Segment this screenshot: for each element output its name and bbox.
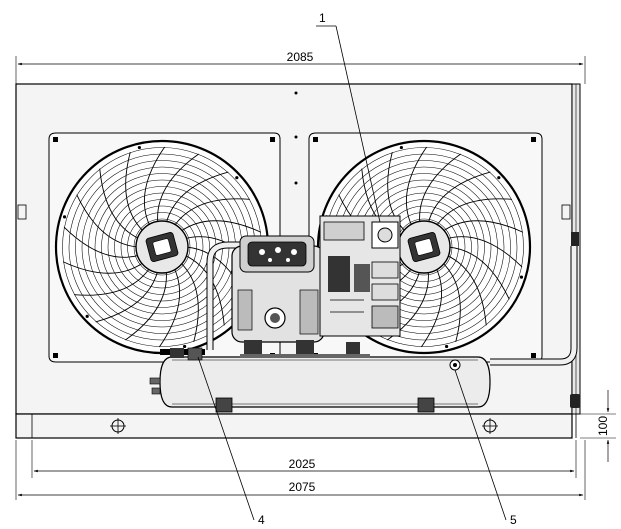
compressor xyxy=(231,235,370,358)
control-box xyxy=(319,215,401,337)
base-frame xyxy=(15,413,577,439)
piping xyxy=(160,232,580,408)
base-hole-right xyxy=(482,418,498,434)
callout-4: 4 xyxy=(197,356,265,527)
base-hole-left xyxy=(110,418,126,434)
callout-1: 1 xyxy=(316,11,381,223)
liquid-receiver xyxy=(149,356,491,413)
dim-2075-label: 2075 xyxy=(289,480,316,494)
dimension-base-width: 2075 xyxy=(15,440,586,500)
fan-left xyxy=(54,139,270,355)
dim-2025-label: 2025 xyxy=(289,457,316,471)
dim-100-label: 100 xyxy=(596,416,610,436)
dimension-base-height: 100 xyxy=(580,390,616,462)
callout-1-label: 1 xyxy=(319,11,326,25)
dim-2085-label: 2085 xyxy=(287,50,314,64)
dimension-inner-width: 2025 xyxy=(31,440,577,478)
callout-5-label: 5 xyxy=(510,513,517,527)
callout-5: 5 xyxy=(454,369,517,527)
dimension-overall-width: 2085 xyxy=(15,50,586,84)
callout-4-label: 4 xyxy=(258,513,265,527)
